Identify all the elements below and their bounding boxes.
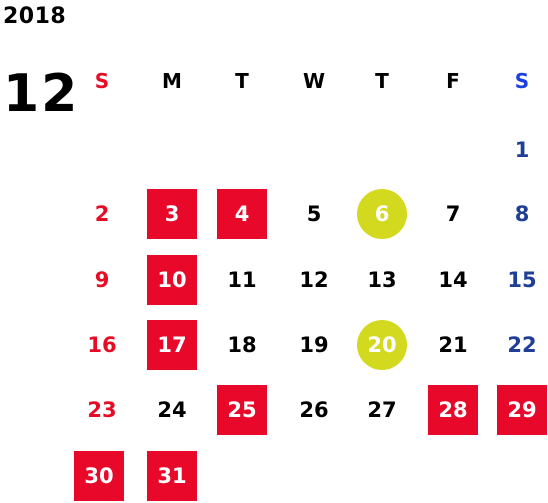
day-cell[interactable]: 19 xyxy=(299,333,329,357)
day-cell[interactable]: 18 xyxy=(227,333,257,357)
day-cell[interactable]: 26 xyxy=(299,398,329,422)
weekday-header: F xyxy=(446,69,460,93)
day-cell[interactable]: 31 xyxy=(147,451,197,501)
weekday-header: T xyxy=(235,69,249,93)
day-cell[interactable]: 22 xyxy=(507,333,537,357)
day-cell[interactable]: 15 xyxy=(507,268,537,292)
day-cell[interactable]: 13 xyxy=(367,268,397,292)
day-cell[interactable]: 21 xyxy=(438,333,468,357)
day-cell[interactable]: 4 xyxy=(217,189,267,239)
weekday-header: M xyxy=(162,69,182,93)
day-cell[interactable]: 30 xyxy=(74,451,124,501)
day-cell[interactable]: 14 xyxy=(438,268,468,292)
day-cell[interactable]: 1 xyxy=(514,138,530,162)
weekday-header: W xyxy=(302,69,326,93)
day-cell[interactable]: 5 xyxy=(306,202,322,226)
day-cell[interactable]: 3 xyxy=(147,189,197,239)
day-cell[interactable]: 25 xyxy=(217,385,267,435)
day-cell[interactable]: 24 xyxy=(157,398,187,422)
day-cell[interactable]: 17 xyxy=(147,320,197,370)
day-cell[interactable]: 28 xyxy=(428,385,478,435)
day-cell[interactable]: 10 xyxy=(147,255,197,305)
weekday-header: T xyxy=(375,69,389,93)
day-cell[interactable]: 8 xyxy=(514,202,530,226)
year-label: 2018 xyxy=(3,4,67,29)
day-cell[interactable]: 23 xyxy=(87,398,117,422)
month-label: 12 xyxy=(3,64,80,124)
day-cell[interactable]: 9 xyxy=(94,268,110,292)
day-cell[interactable]: 2 xyxy=(94,202,110,226)
day-cell[interactable]: 6 xyxy=(357,189,407,239)
day-cell[interactable]: 29 xyxy=(497,385,547,435)
day-cell[interactable]: 20 xyxy=(357,320,407,370)
day-cell[interactable]: 7 xyxy=(445,202,461,226)
day-cell[interactable]: 11 xyxy=(227,268,257,292)
day-cell[interactable]: 27 xyxy=(367,398,397,422)
day-cell[interactable]: 16 xyxy=(87,333,117,357)
weekday-header: S xyxy=(514,69,530,93)
weekday-header: S xyxy=(94,69,110,93)
day-cell[interactable]: 12 xyxy=(299,268,329,292)
